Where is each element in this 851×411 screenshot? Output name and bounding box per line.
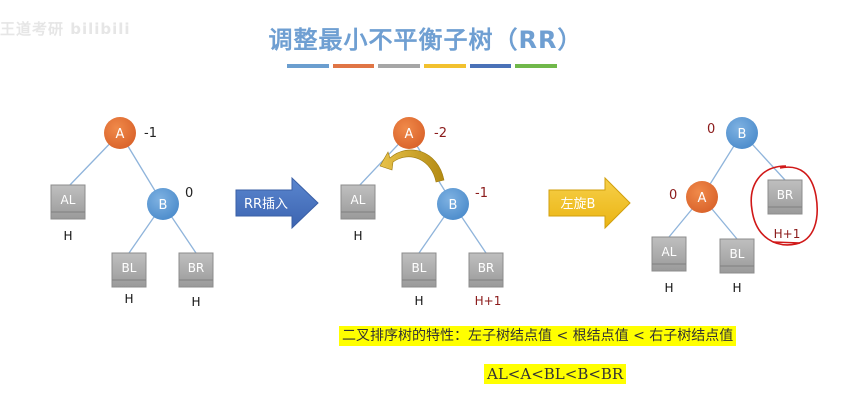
subtree-al-height: H [63,229,72,243]
subtree-bl [401,252,437,288]
subtree-bl [111,252,147,288]
subtree-br [178,252,214,288]
node-a [104,117,136,149]
subtree-al-height: H [353,229,362,243]
subtree-bl-label: BL [412,261,427,275]
color-strip-segment [469,64,512,68]
highlight-circle [750,165,818,246]
arrow-right-icon [235,176,319,230]
subtree-bl-height: H [124,292,133,306]
arrow-rotate-left: 左旋B [548,176,631,230]
subtree-al-label: AL [61,193,76,207]
subtree-br [468,252,504,288]
subtree-bl-label: BL [730,247,745,261]
subtree-br-height: H+1 [475,294,502,308]
node-b [726,117,758,149]
bst-property-note: 二叉排序树的特性：左子树结点值 < 根结点值 < 右子树结点值 [339,326,737,346]
node-b [437,188,469,220]
color-strip-segment [332,64,375,68]
arrow-rotate-left-label: 左旋B [561,197,596,212]
node-b-label: B [449,198,458,213]
subtree-br-label: BR [777,188,794,202]
watermark: 王道考研 bilibili [0,20,131,38]
subtree-al-height: H [664,281,673,295]
node-a [686,181,718,213]
node-a-label: A [405,127,414,142]
arrow-rr-insert: RR插入 [235,176,319,230]
node-b-label: B [738,127,747,142]
ordering-note: AL<A<BL<B<BR [484,364,627,384]
node-b-balance: 0 [707,122,715,137]
subtree-al [340,184,376,220]
subtree-bl-height: H [732,281,741,295]
slide-title: 调整最小不平衡子树（RR） [268,26,583,54]
subtree-al [651,236,687,272]
node-b [147,188,179,220]
underline-mark [772,241,801,244]
subtree-al [50,184,86,220]
subtree-br-height: H [191,295,200,309]
subtree-br-label: BR [478,261,495,275]
arrow-rr-insert-label: RR插入 [244,197,288,212]
node-b-label: B [159,198,168,213]
subtree-al-label: AL [351,193,366,207]
subtree-bl-label: BL [122,261,137,275]
rotate-left-icon [379,149,445,183]
color-strip [287,64,558,70]
node-a-balance: -2 [434,126,447,141]
node-b-balance: 0 [185,186,193,201]
node-a-label: A [116,127,125,142]
color-strip-segment [515,64,558,68]
subtree-al-label: AL [662,245,677,259]
subtree-br [767,179,803,215]
node-a-balance: -1 [144,126,157,141]
color-strip-segment [424,64,466,68]
subtree-br-label: BR [188,261,205,275]
diagram-after-insert: A -2 B -1 AL H BL H BR H+1 [340,117,504,308]
diagram-after-rotation: B 0 A 0 AL H BL H BR H+1 [651,117,818,295]
node-b-balance: -1 [475,186,488,201]
subtree-bl-height: H [414,294,423,308]
arrow-right-icon [548,176,631,230]
subtree-bl [719,238,755,274]
diagram-before-insert: A -1 B 0 AL H BL H BR H [50,117,214,309]
node-a-label: A [698,191,707,206]
node-a-balance: 0 [669,188,677,203]
subtree-br-height: H+1 [774,227,801,241]
color-strip-segment [287,64,329,68]
color-strip-segment [378,64,421,68]
node-a [393,117,425,149]
